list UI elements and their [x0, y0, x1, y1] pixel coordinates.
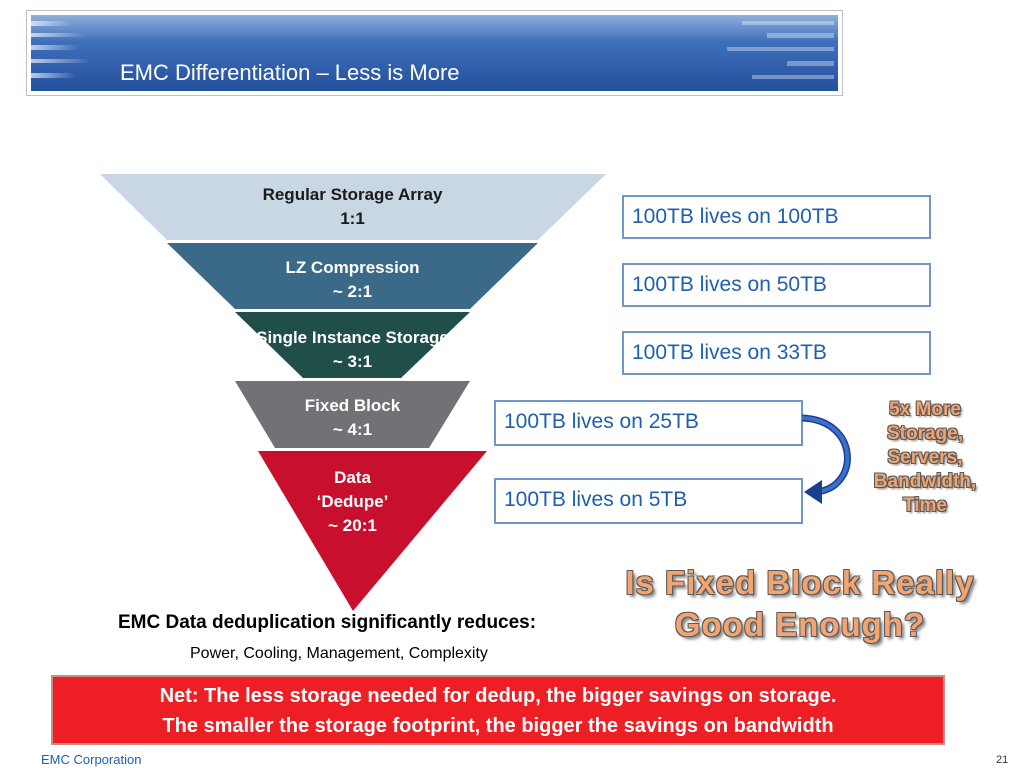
pyramid-level-3 — [235, 312, 470, 378]
level-4-label: Fixed Block~ 4:1 — [304, 396, 401, 439]
header-banner — [26, 10, 843, 96]
net-summary-box: Net: The less storage needed for dedup, … — [51, 675, 945, 745]
banner-graphic — [31, 15, 838, 91]
savings-callout: 5x More Storage, Servers, Bandwidth, Tim… — [873, 399, 977, 516]
page-title: EMC Differentiation – Less is More — [120, 60, 460, 85]
result-box-3: 100TB lives on 33TB — [622, 331, 931, 375]
level-5-label: Data‘Dedupe’~ 20:1 — [316, 468, 389, 535]
question-headline: Is Fixed Block Really Good Enough? — [625, 564, 975, 643]
result-box-2: 100TB lives on 50TB — [622, 263, 931, 307]
pyramid-level-5 — [258, 451, 487, 611]
result-box-4: 100TB lives on 25TB — [494, 400, 803, 446]
reduces-heading: EMC Data deduplication significantly red… — [118, 612, 537, 633]
footer-company: EMC Corporation — [41, 752, 142, 767]
page-number: 21 — [996, 754, 1009, 766]
pyramid-level-2 — [167, 243, 538, 309]
result-box-1: 100TB lives on 100TB — [622, 195, 931, 239]
level-2-label: LZ Compression~ 2:1 — [285, 258, 420, 301]
result-box-5: 100TB lives on 5TB — [494, 478, 803, 524]
net-line-2: The smaller the storage footprint, the b… — [162, 715, 834, 737]
reduces-items: Power, Cooling, Management, Complexity — [190, 645, 488, 662]
net-line-1: Net: The less storage needed for dedup, … — [159, 685, 837, 707]
pyramid-level-1 — [100, 174, 606, 240]
pyramid-level-4-shape — [235, 381, 470, 448]
level-3-label: Single Instance Storage~ 3:1 — [256, 328, 449, 371]
curved-arrow-icon — [801, 414, 851, 504]
pyramid-graphic — [100, 174, 606, 611]
